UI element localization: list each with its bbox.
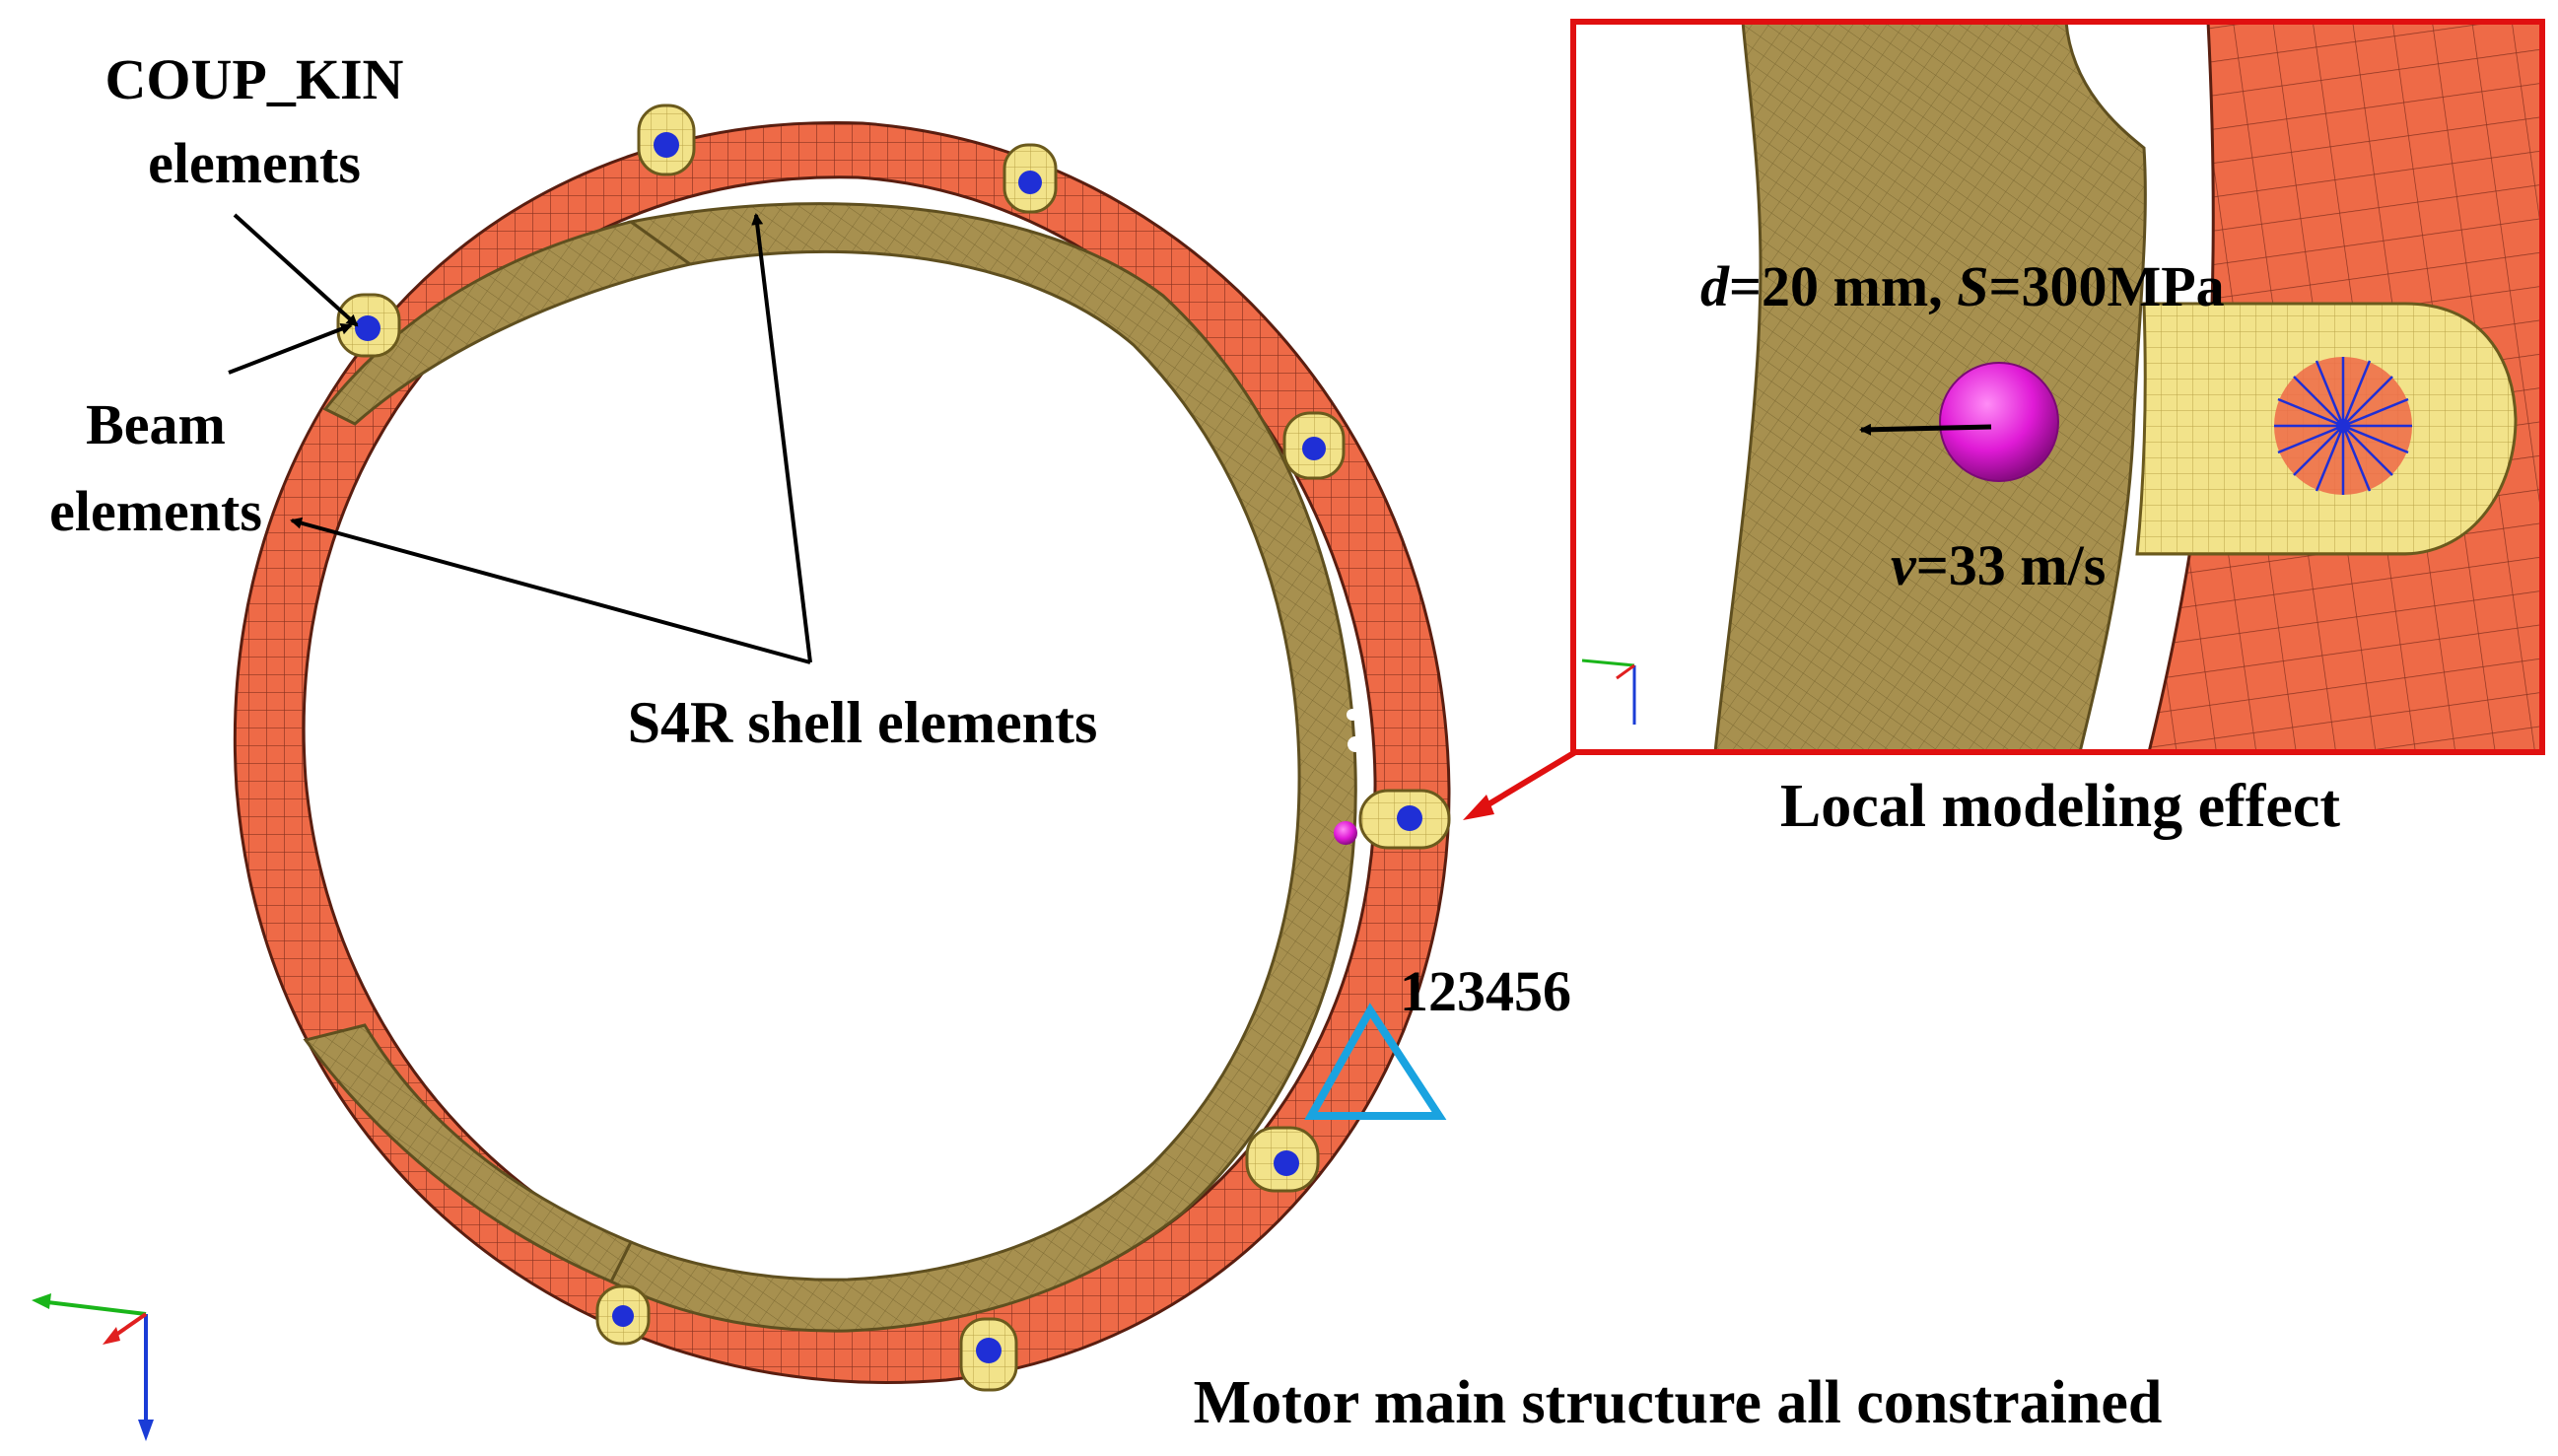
- label-coup-kin-line2: elements: [148, 131, 361, 195]
- arrow-shell-to-band: [751, 213, 812, 663]
- label-motor-constrained: Motor main structure all constrained: [1194, 1369, 2163, 1436]
- inset-projectile: [1939, 362, 2059, 482]
- arrow-shell-to-beam-label: [290, 517, 811, 664]
- coupling-node: [1018, 171, 1042, 194]
- axis-triad-main: [32, 1293, 154, 1441]
- coupling-node: [976, 1338, 1002, 1363]
- shell-band-left-bottom: [303, 1023, 634, 1283]
- mount-tabs: [336, 104, 1451, 1392]
- inset-border: [1570, 19, 2545, 755]
- inset-v-value: =33 m/s: [1916, 533, 2107, 597]
- coupling-node: [1302, 437, 1326, 460]
- band-notch: [1348, 736, 1363, 752]
- arrow-beam: [228, 323, 353, 375]
- annotation-arrows: [228, 213, 812, 664]
- inset-d-symbol: d: [1700, 254, 1730, 318]
- arrow-coup-kin: [233, 213, 359, 327]
- mount-tab: [959, 1317, 1018, 1392]
- inset-pointer: [1463, 749, 1577, 820]
- inset-label-params: d=20 mm, S=300MPa: [1700, 254, 2225, 318]
- coupling-node: [1274, 1150, 1299, 1176]
- inset-v-symbol: v: [1891, 533, 1917, 597]
- label-beam-line2: elements: [49, 479, 262, 543]
- inset-s-value: =300MPa: [1988, 254, 2224, 318]
- axis-triad-inset: [1581, 659, 1636, 725]
- label-local-modeling: Local modeling effect: [1780, 773, 2341, 840]
- band-notch: [1347, 709, 1358, 721]
- mount-tab: [1245, 1126, 1320, 1193]
- ring-model: [234, 104, 1451, 1392]
- shell-band-left-top: [322, 220, 694, 426]
- inset-coupling-node: [2336, 419, 2350, 433]
- mount-tab: [1282, 411, 1346, 480]
- label-beam-line1: Beam: [86, 392, 226, 456]
- inset-panel: d=20 mm, S=300MPa v=33 m/s: [1570, 19, 2545, 755]
- mount-tab-impact: [1358, 789, 1451, 850]
- shell-band-right: [608, 202, 1357, 1333]
- coupling-node: [654, 132, 679, 158]
- mount-tab: [637, 104, 696, 176]
- coupling-node: [1397, 805, 1422, 831]
- mount-tab: [336, 293, 401, 358]
- mount-tab: [595, 1284, 651, 1346]
- mount-tab: [1002, 143, 1058, 214]
- projectile-sphere: [1334, 821, 1357, 845]
- coupling-node: [612, 1305, 634, 1327]
- inset-label-velocity: v=33 m/s: [1891, 533, 2106, 597]
- inset-s-symbol: S: [1957, 254, 1988, 318]
- coupling-node: [355, 315, 380, 341]
- inset-shell: [1713, 22, 2147, 752]
- inset-velocity-arrow: [1859, 423, 1992, 436]
- label-s4r-shell: S4R shell elements: [628, 690, 1098, 755]
- label-node-set: 123456: [1400, 959, 1571, 1023]
- constraint-triangle: [1304, 1003, 1447, 1120]
- inset-d-value: =20 mm,: [1729, 254, 1957, 318]
- label-coup-kin-line1: COUP_KIN: [105, 47, 404, 111]
